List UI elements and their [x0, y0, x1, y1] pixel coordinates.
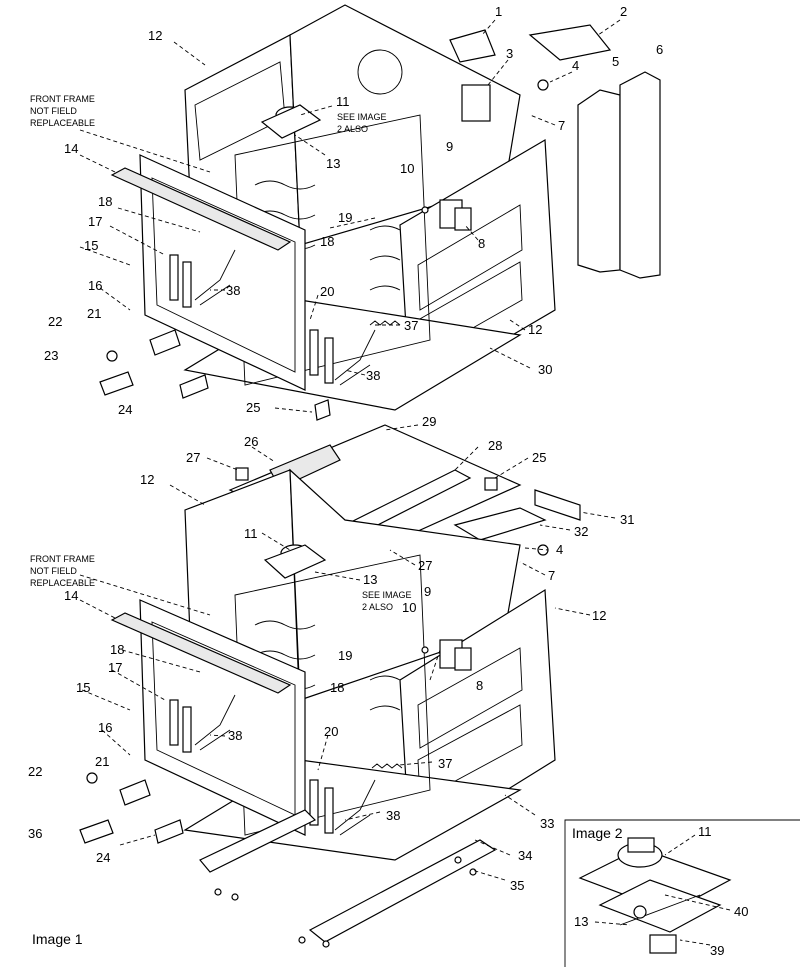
callout-lower-24: 24 — [96, 850, 110, 865]
callout-lower-36: 36 — [28, 826, 42, 841]
callout-lower-38a: 38 — [228, 728, 242, 743]
callout-8: 8 — [478, 236, 485, 251]
callout-24: 24 — [118, 402, 132, 417]
callout-1: 1 — [495, 4, 502, 19]
callout-lower-33: 33 — [540, 816, 554, 831]
callout-12b: 12 — [528, 322, 542, 337]
lower-front-frame — [139, 599, 306, 836]
callout-lower-12b: 12 — [592, 608, 606, 623]
callout-lower-9: 9 — [424, 584, 431, 599]
callout-5: 5 — [612, 54, 619, 69]
callout-25: 25 — [246, 400, 260, 415]
see-image-note-2a: SEE IMAGE — [362, 590, 412, 600]
callout-lower-10: 10 — [402, 600, 416, 615]
front-frame-note-1b: NOT FIELD — [30, 106, 77, 116]
callout-16: 16 — [88, 278, 102, 293]
callout-22: 22 — [48, 314, 62, 329]
upper-back-panel — [289, 4, 521, 246]
front-frame-note-1a: FRONT FRAME — [30, 94, 95, 104]
callout-21: 21 — [87, 306, 101, 321]
callout-11: 11 — [336, 94, 350, 109]
see-image-note-2b: 2 ALSO — [362, 602, 393, 612]
callout-4: 4 — [572, 58, 579, 73]
callout-lower-17: 17 — [108, 660, 122, 675]
callout-lower-26: 26 — [244, 434, 258, 449]
callout-2: 2 — [620, 4, 627, 19]
callout-lower-20: 20 — [324, 724, 338, 739]
lower-oven-assembly — [79, 468, 556, 948]
front-frame-note-2c: REPLACEABLE — [30, 578, 95, 588]
callout-12a: 12 — [148, 28, 162, 43]
callout-numbers-lower: 4 7 8 9 10 11 12 12 13 14 15 16 17 18 18… — [28, 414, 634, 893]
part-34-rail-left — [199, 809, 317, 873]
callout-18b: 18 — [320, 234, 334, 249]
inset-callout-13: 13 — [574, 914, 588, 929]
callout-lower-27b: 27 — [418, 558, 432, 573]
callout-15: 15 — [84, 238, 98, 253]
part-31-bracket — [534, 489, 581, 521]
callout-38b: 38 — [366, 368, 380, 383]
callout-lower-29: 29 — [422, 414, 436, 429]
callout-lower-7: 7 — [548, 568, 555, 583]
callout-10: 10 — [400, 161, 414, 176]
callout-13: 13 — [326, 156, 340, 171]
callout-7: 7 — [558, 118, 565, 133]
callout-numbers-upper: 1 2 3 4 5 6 7 8 9 10 11 12 12 13 14 15 1… — [44, 4, 663, 417]
callout-20: 20 — [320, 284, 334, 299]
front-frame-note-2a: FRONT FRAME — [30, 554, 95, 564]
callout-lower-22: 22 — [28, 764, 42, 779]
callout-lower-11: 11 — [244, 526, 258, 541]
inset-callout-11: 11 — [698, 824, 712, 839]
image-2-inset: Image 2 11 13 39 40 — [564, 819, 800, 967]
see-image-note-1b: 2 ALSO — [337, 124, 368, 134]
callout-30: 30 — [538, 362, 552, 377]
callout-14: 14 — [64, 141, 78, 156]
part-34-rail-right — [308, 839, 497, 943]
callout-3: 3 — [506, 46, 513, 61]
front-frame-note-1c: REPLACEABLE — [30, 118, 95, 128]
see-image-note-1a: SEE IMAGE — [337, 112, 387, 122]
callout-23: 23 — [44, 348, 58, 363]
callout-lower-25: 25 — [532, 450, 546, 465]
callout-lower-27a: 27 — [186, 450, 200, 465]
callout-9: 9 — [446, 139, 453, 154]
part-6-side-trim — [619, 71, 661, 279]
inset-callout-39: 39 — [710, 943, 724, 958]
front-frame-note-2b: NOT FIELD — [30, 566, 77, 576]
callout-lower-37: 37 — [438, 756, 452, 771]
callout-lower-28: 28 — [488, 438, 502, 453]
callout-6: 6 — [656, 42, 663, 57]
callout-lower-18b: 18 — [330, 680, 344, 695]
callout-lower-34: 34 — [518, 848, 532, 863]
callout-lower-35: 35 — [510, 878, 524, 893]
callout-38a: 38 — [226, 283, 240, 298]
part-32-channel — [453, 507, 547, 541]
inset-callout-40: 40 — [734, 904, 748, 919]
callout-17: 17 — [88, 214, 102, 229]
notes: FRONT FRAME NOT FIELD REPLACEABLE SEE IM… — [30, 94, 412, 947]
image-2-label: Image 2 — [572, 825, 623, 841]
image-1-label: Image 1 — [32, 931, 83, 947]
callout-lower-12a: 12 — [140, 472, 154, 487]
callout-lower-4: 4 — [556, 542, 563, 557]
callout-lower-38b: 38 — [386, 808, 400, 823]
callout-19: 19 — [338, 210, 352, 225]
callout-lower-8: 8 — [476, 678, 483, 693]
callout-lower-32: 32 — [574, 524, 588, 539]
callout-lower-13: 13 — [363, 572, 377, 587]
callout-lower-15: 15 — [76, 680, 90, 695]
callout-lower-18a: 18 — [110, 642, 124, 657]
upper-oven-assembly — [99, 4, 661, 421]
callout-18a: 18 — [98, 194, 112, 209]
callout-lower-31: 31 — [620, 512, 634, 527]
part-5-side-trim — [577, 89, 621, 273]
leader-lines — [79, 19, 621, 881]
callout-lower-14: 14 — [64, 588, 78, 603]
callout-37: 37 — [404, 318, 418, 333]
upper-front-frame — [139, 154, 306, 391]
callout-lower-19: 19 — [338, 648, 352, 663]
callout-lower-16: 16 — [98, 720, 112, 735]
callout-lower-21: 21 — [95, 754, 109, 769]
